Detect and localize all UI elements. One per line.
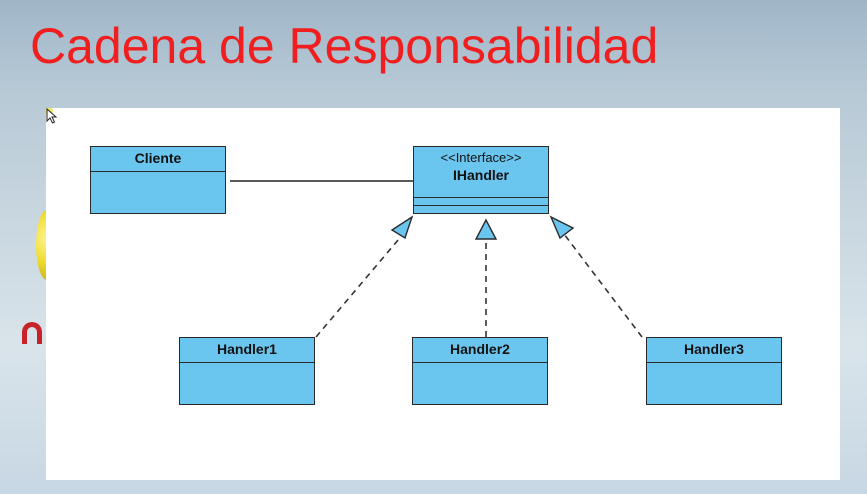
class-stereotype-ihandler: <<Interface>>: [440, 150, 522, 165]
class-divider: [414, 197, 548, 198]
class-name-handler1: Handler1: [217, 341, 277, 357]
class-cliente[interactable]: Cliente: [90, 146, 226, 214]
class-handler3[interactable]: Handler3: [646, 337, 782, 405]
realization-arrowhead-handler3: [549, 215, 575, 240]
class-name-cliente: Cliente: [134, 150, 182, 166]
class-ihandler[interactable]: <<Interface>> IHandler: [413, 146, 549, 214]
class-divider: [413, 362, 547, 363]
class-name-handler3: Handler3: [684, 341, 744, 357]
class-name-ihandler: IHandler: [452, 167, 509, 183]
realization-arrowhead-handler1: [390, 215, 414, 240]
class-handler1[interactable]: Handler1: [179, 337, 315, 405]
realization-arrowhead-handler2: [474, 218, 498, 240]
class-divider: [414, 205, 548, 206]
class-divider: [180, 362, 314, 363]
class-name-handler2: Handler2: [450, 341, 510, 357]
class-divider: [647, 362, 781, 363]
mouse-cursor-icon: [46, 108, 58, 124]
diagram-canvas: Cliente <<Interface>> IHandler Handler1 …: [46, 108, 840, 480]
diagram-connectors: [230, 180, 643, 338]
class-divider: [91, 171, 225, 172]
class-handler2[interactable]: Handler2: [412, 337, 548, 405]
realization-line-handler1: [315, 232, 405, 338]
realization-line-handler3: [563, 233, 643, 338]
background-logo-swoosh: [22, 322, 42, 344]
slide-title: Cadena de Responsabilidad: [30, 18, 659, 74]
